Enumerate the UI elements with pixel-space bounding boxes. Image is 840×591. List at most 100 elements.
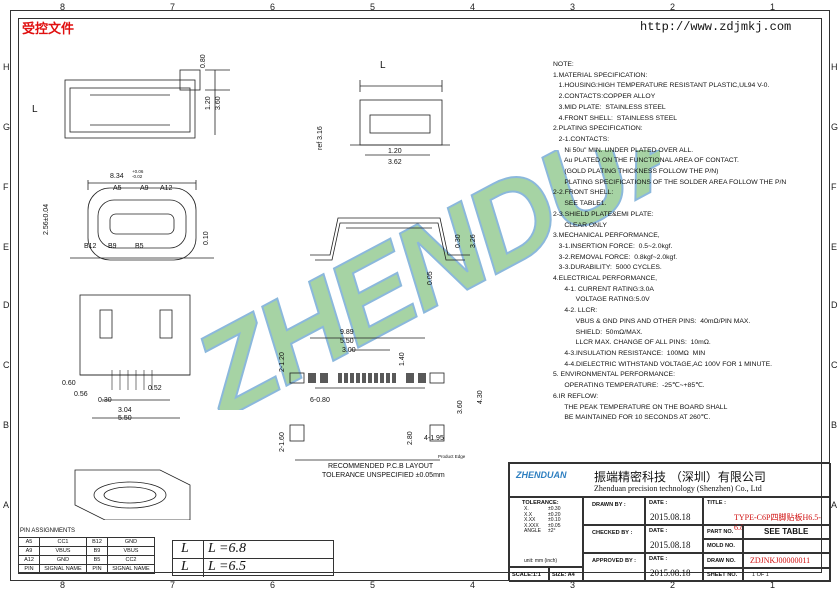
- drawn-by-cell: DRAWN BY :: [583, 497, 645, 525]
- note-line: 4-4.DIELECTRIC WITHSTAND VOLTAGE,AC 100V…: [553, 360, 773, 368]
- grid-column-label: 4: [470, 2, 476, 12]
- pin-cell: VBUS: [107, 546, 155, 556]
- website-url[interactable]: http://www.zdjmkj.com: [640, 20, 792, 34]
- dim-2-56: 2.56±0.04: [43, 204, 50, 235]
- note-line: BE MAINTAINED FOR 10 SECONDS AT 260℃.: [553, 414, 711, 422]
- date-cell: DATE :2015.08.18: [645, 553, 703, 582]
- pin-cell: PIN: [18, 564, 40, 574]
- dim-5-50: 5.50: [118, 415, 132, 422]
- grid-row-label: A: [3, 500, 10, 510]
- pin-cell: CC1: [39, 537, 87, 547]
- note-line: 2-3.SHIELD PLATE&EMI PLATE:: [553, 210, 654, 218]
- note-line: 1.MATERIAL SPECIFICATION:: [553, 71, 648, 79]
- drawing-frame: [10, 10, 830, 581]
- pin-label-a9: A9: [140, 185, 149, 192]
- pin-cell: CC2: [107, 555, 155, 565]
- mechanical-drawing: 0.80 1.20 3.60 L 8.34 +0.06 -0.02 2.56±0…: [32, 54, 484, 520]
- pcb-4-30: 4.30: [477, 390, 484, 404]
- pin-cell: B5: [86, 555, 108, 565]
- pcb-2-1-60: 2-1.60: [279, 432, 286, 452]
- mold-no-value: [743, 539, 831, 553]
- dim-0-30: 0.30: [455, 234, 462, 248]
- company-header: ZHENDUAN 振端精密科技 （深圳）有限公司 Zhenduan precis…: [509, 463, 831, 497]
- grid-column-label: 4: [470, 580, 476, 590]
- grid-column-label: 6: [270, 2, 276, 12]
- note-line: 2.PLATING SPECIFICATION:: [553, 125, 643, 133]
- size-cell: SIZE: A4: [549, 567, 583, 582]
- dim-3-26: 3.26: [470, 234, 477, 248]
- note-line: Au PLATED ON THE FUNCTIONAL AREA OF CONT…: [553, 157, 739, 165]
- pin-cell: B9: [86, 546, 108, 556]
- length-row: L L =6.8: [173, 541, 333, 559]
- note-line: 1.HOUSING:HIGH TEMPERATURE RESISTANT PLA…: [553, 82, 770, 90]
- pcb-tolerance: TOLERANCE UNSPECIFIED ±0.05mm: [322, 472, 445, 479]
- tolerance-row: X.X±0.20: [524, 511, 561, 518]
- note-line: SHIELD: 50mΩ/MAX.: [553, 328, 643, 336]
- pin-label-b12: B12: [84, 243, 97, 250]
- note-line: 4.FRONT SHELL: STAINLESS STEEL: [553, 114, 678, 122]
- date-cell: DATE :2015.08.18: [645, 525, 703, 553]
- note-line: VOLTAGE RATING:5.0V: [553, 296, 650, 304]
- dim-r-3-62: 3.62: [388, 159, 402, 166]
- pin-cell: A5: [18, 537, 40, 547]
- grid-column-label: 6: [270, 580, 276, 590]
- tolerance-row: ANGLE±2°: [524, 528, 556, 535]
- grid-row-label: G: [831, 122, 839, 132]
- note-line: LLCR MAX. CHANGE OF ALL PINS: 10mΩ.: [553, 339, 711, 347]
- pin-label-b9: B9: [108, 243, 117, 250]
- date-cell: DATE :2015.08.18: [645, 497, 703, 525]
- dim-0-60: 0.60: [62, 380, 76, 387]
- controlled-document-badge: 受控文件: [22, 22, 75, 37]
- grid-row-label: E: [831, 242, 838, 252]
- grid-row-label: D: [831, 300, 838, 310]
- grid-row-label: C: [831, 360, 838, 370]
- part-title: TYPE-C6P四脚贴板H6.5-6.8: [734, 513, 821, 532]
- pin-cell: VBUS: [39, 546, 87, 556]
- pin-cell: A12: [18, 555, 40, 565]
- grid-column-label: 2: [670, 2, 676, 12]
- tolerance-row: X.XX±0.10: [524, 517, 561, 524]
- tolerance-row: X.XXX±0.05: [524, 522, 561, 529]
- note-line: (GOLD PLATING THICKNESS FOLLOW THE P/N): [553, 168, 719, 176]
- pin-label-b5: B5: [135, 243, 144, 250]
- side-view-body: [64, 79, 196, 139]
- dim-L-mid: L: [380, 60, 386, 71]
- dim-8-34-tol-dn: -0.02: [132, 174, 143, 179]
- grid-row-label: H: [831, 62, 838, 72]
- note-line: 2-2.FRONT SHELL:: [553, 189, 614, 197]
- spec-notes: NOTE:1.MATERIAL SPECIFICATION: 1.HOUSING…: [553, 60, 786, 424]
- note-line: 2-1.CONTACTS:: [553, 135, 610, 143]
- grid-column-label: 8: [60, 580, 66, 590]
- pin-cell: SIGNAL NAME: [39, 564, 87, 574]
- unit-label: unit: mm (inch): [524, 558, 558, 564]
- note-line: PLATING SPECIFICATIONS OF THE SOLDER ARE…: [553, 178, 787, 186]
- grid-column-label: 7: [170, 2, 176, 12]
- dim-0-30b: 0.30: [98, 397, 112, 404]
- length-row: L L =6.5: [173, 559, 333, 577]
- company-name-en: Zhenduan precision technology (Shenzhen)…: [594, 484, 762, 493]
- grid-column-label: 2: [670, 580, 676, 590]
- note-line: THE PEAK TEMPERATURE ON THE BOARD SHALL: [553, 403, 728, 411]
- pcb-3-00: 3.00: [342, 347, 356, 354]
- pcb-9-89: 9.89: [340, 329, 354, 336]
- scale-cell: SCALE:1:1: [509, 567, 549, 582]
- pcb-2-80: 2.80: [407, 431, 414, 445]
- note-line: 2.CONTACTS:COPPER ALLOY: [553, 93, 656, 101]
- checked-by-cell: CHECKED BY :: [583, 525, 645, 553]
- mold-no-label: MOLD NO.: [707, 543, 735, 549]
- grid-row-label: C: [3, 360, 10, 370]
- draw-no-label: DRAW NO.: [707, 558, 736, 564]
- part-no-value: SEE TABLE: [764, 527, 809, 536]
- note-line: 3.MID PLATE: STAINLESS STEEL: [553, 103, 666, 111]
- grid-row-label: F: [831, 182, 837, 192]
- note-line: Ni 50u" MIN. UNDER PLATED OVER ALL.: [553, 146, 694, 154]
- grid-row-label: B: [831, 420, 838, 430]
- dim-0-05: 0.05: [427, 271, 434, 285]
- dim-1-20: 1.20: [205, 96, 212, 110]
- pin-assignments-title: PIN ASSIGNMENTS: [20, 528, 76, 534]
- part-no-label: PART NO.: [707, 529, 734, 535]
